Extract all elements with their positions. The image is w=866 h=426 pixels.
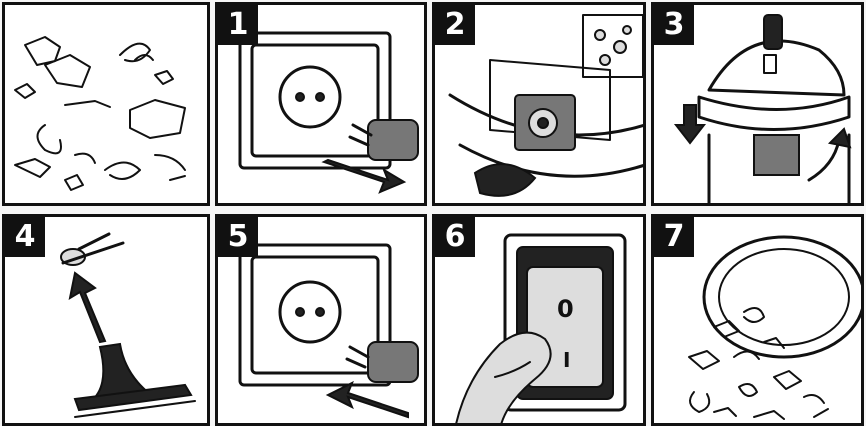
step-number-badge: 4 (5, 217, 45, 257)
panel-step-3: 3 (651, 2, 864, 206)
step-number-badge: 1 (218, 5, 258, 45)
step-number-badge: 3 (654, 5, 694, 45)
step-number-badge: 5 (218, 217, 258, 257)
switch-label-on: I (563, 348, 570, 372)
panel-step-7: 7 (651, 214, 864, 426)
step-number-badge: 7 (654, 217, 694, 257)
step-number-badge: 6 (435, 217, 475, 257)
switch-label-off: 0 (557, 295, 574, 323)
debris-icon (5, 5, 210, 206)
panel-step-2: 2 (432, 2, 646, 206)
panel-step-6: 6 0 I (432, 214, 646, 426)
panel-step-5: 5 (215, 214, 427, 426)
panel-step-1: 1 (215, 2, 427, 206)
step-number-badge: 2 (435, 5, 475, 45)
panel-debris (2, 2, 210, 206)
panel-step-4: 4 (2, 214, 210, 426)
